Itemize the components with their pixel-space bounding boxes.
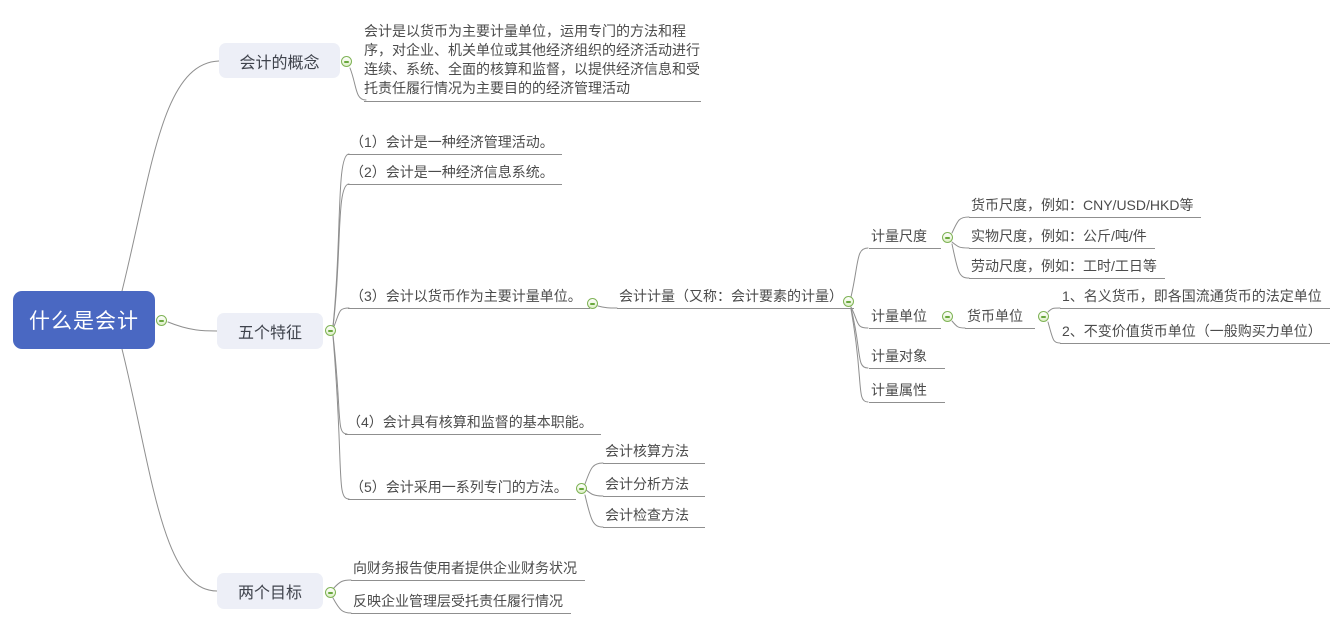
leaf-goal-1[interactable]: 向财务报告使用者提供企业财务状况	[351, 559, 585, 581]
collapse-icon-features[interactable]	[325, 325, 336, 336]
leaf-feature-1[interactable]: （1）会计是一种经济管理活动。	[348, 133, 562, 155]
branch-goals[interactable]: 两个目标	[217, 573, 323, 609]
leaf-method-3[interactable]: 会计检查方法	[603, 506, 705, 528]
node-money-unit[interactable]: 货币单位	[965, 307, 1035, 329]
collapse-icon-scale[interactable]	[942, 232, 953, 243]
collapse-icon-goals[interactable]	[325, 587, 336, 598]
collapse-icon-feature-5[interactable]	[576, 483, 587, 494]
leaf-feature-4[interactable]: （4）会计具有核算和监督的基本职能。	[345, 413, 601, 435]
collapse-icon-money-unit[interactable]	[1038, 311, 1049, 322]
branch-features-label: 五个特征	[237, 325, 302, 342]
leaf-money-unit-2[interactable]: 2、不变价值货币单位（一般购买力单位）	[1060, 322, 1330, 344]
node-scale[interactable]: 计量尺度	[869, 227, 941, 249]
leaf-goal-2[interactable]: 反映企业管理层受托责任履行情况	[351, 592, 571, 614]
leaf-object[interactable]: 计量对象	[869, 347, 945, 369]
collapse-icon-root[interactable]	[156, 315, 167, 326]
leaf-feature-2[interactable]: （2）会计是一种经济信息系统。	[348, 163, 562, 185]
node-measurement[interactable]: 会计计量（又称：会计要素的计量）	[617, 287, 854, 309]
leaf-concept-definition[interactable]: 会计是以货币为主要计量单位，运用专门的方法和程序，对企业、机关单位或其他经济组织…	[364, 22, 701, 102]
collapse-icon-feature-3[interactable]	[587, 298, 598, 309]
branch-concept[interactable]: 会计的概念	[219, 43, 340, 78]
leaf-scale-money[interactable]: 货币尺度，例如：CNY/USD/HKD等	[969, 196, 1202, 218]
branch-features[interactable]: 五个特征	[217, 313, 323, 349]
leaf-feature-3[interactable]: （3）会计以货币作为主要计量单位。	[348, 287, 590, 309]
root-node-label: 什么是会计	[29, 310, 139, 333]
leaf-attribute[interactable]: 计量属性	[869, 381, 945, 403]
leaf-money-unit-1[interactable]: 1、名义货币，即各国流通货币的法定单位	[1060, 287, 1330, 309]
leaf-method-2[interactable]: 会计分析方法	[603, 475, 705, 497]
collapse-icon-concept[interactable]	[341, 56, 352, 67]
leaf-method-1[interactable]: 会计核算方法	[603, 442, 705, 464]
collapse-icon-unit[interactable]	[942, 311, 953, 322]
leaf-feature-5[interactable]: （5）会计采用一系列专门的方法。	[348, 478, 576, 500]
branch-goals-label: 两个目标	[237, 585, 302, 602]
leaf-scale-labor[interactable]: 劳动尺度，例如：工时/工日等	[969, 257, 1165, 279]
root-node[interactable]: 什么是会计	[13, 291, 155, 349]
leaf-scale-physical[interactable]: 实物尺度，例如：公斤/吨/件	[969, 227, 1155, 249]
branch-concept-label: 会计的概念	[239, 54, 320, 72]
node-unit[interactable]: 计量单位	[869, 307, 941, 329]
collapse-icon-measurement[interactable]	[843, 296, 854, 307]
